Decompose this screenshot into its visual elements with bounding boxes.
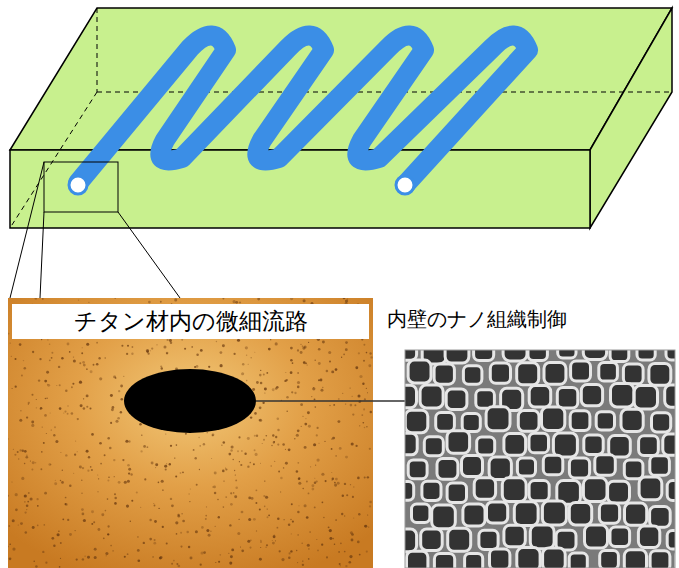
sem-image [383,300,677,568]
sem-panel: 内壁のナノ組織制御 [383,300,677,568]
channel-hole [124,369,256,433]
zoom-box [44,162,118,212]
hidden-edges [10,8,672,228]
panel-label: チタン材内の微細流路 [12,304,369,339]
channel-port [396,176,414,194]
block-top-face [10,8,672,150]
zoom-line [40,212,44,298]
micrograph-panel: チタン材内の微細流路 [8,298,373,568]
zoom-line [118,212,180,298]
block-front-face [10,150,590,228]
zoom-line [10,162,44,298]
micrograph-ground [8,298,373,568]
microchannel [78,35,528,185]
leader-line [256,400,373,402]
block-side-face [590,8,672,228]
leader-line [383,400,405,402]
channel-port [69,176,87,194]
leader-connector [373,400,383,402]
panel-heading: 内壁のナノ組織制御 [387,308,677,333]
